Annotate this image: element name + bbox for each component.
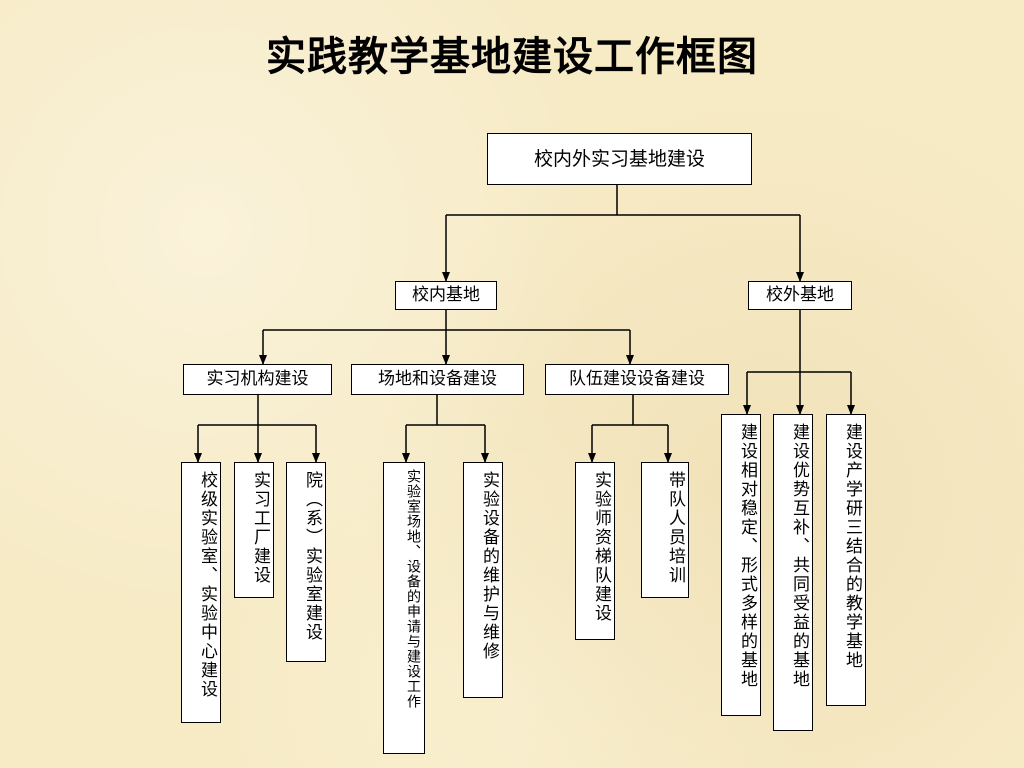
connector-root: [446, 185, 800, 216]
node-org: 实习机构建设: [183, 364, 332, 395]
connector-inside: [263, 310, 630, 331]
connector-team: [592, 395, 668, 426]
node-inside: 校内基地: [395, 281, 497, 310]
node-site: 场地和设备建设: [351, 364, 524, 395]
connector-org: [198, 395, 316, 426]
node-maintenance: 实验设备的维护与维修: [463, 462, 503, 698]
connector-site: [406, 395, 485, 426]
node-lab-site: 实验室场地、设备的申请与建设工作: [383, 462, 425, 754]
page-title: 实践教学基地建设工作框图: [266, 33, 758, 80]
node-factory: 实习工厂建设: [234, 462, 274, 598]
node-team: 队伍建设设备建设: [545, 364, 729, 395]
node-dept-lab: 院（系）实验室建设: [286, 462, 326, 662]
node-school-lab: 校级实验室、实验中心建设: [181, 462, 221, 723]
node-teachers: 实验师资梯队建设: [575, 462, 615, 640]
node-trainers: 带队人员培训: [641, 462, 689, 598]
node-outside: 校外基地: [748, 281, 852, 310]
node-mutual: 建设优势互补、共同受益的基地: [773, 414, 813, 731]
node-root: 校内外实习基地建设: [487, 133, 752, 185]
node-stable: 建设相对稳定、形式多样的基地: [721, 414, 761, 716]
node-industry: 建设产学研三结合的教学基地: [826, 414, 866, 706]
connector-outside: [747, 310, 851, 373]
